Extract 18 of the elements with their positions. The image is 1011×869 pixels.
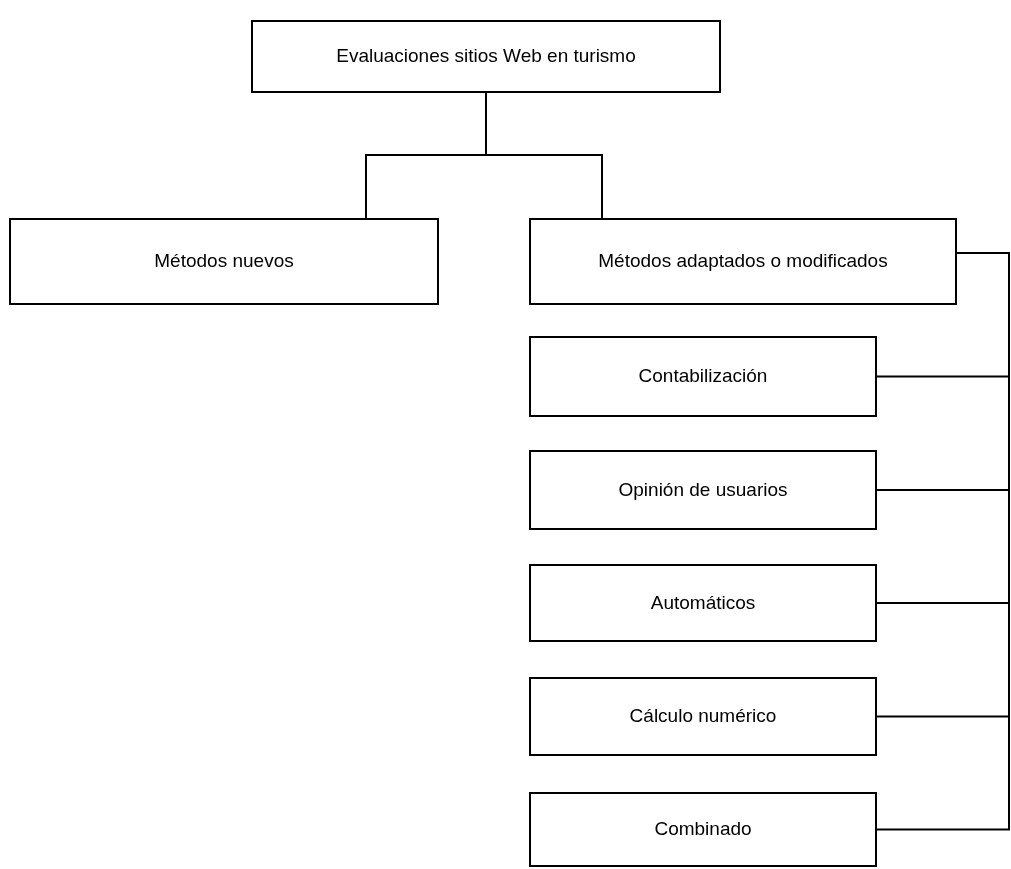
process-box xyxy=(529,218,957,305)
box-label: Evaluaciones sitios Web en turismo xyxy=(336,44,636,69)
box-label: Métodos nuevos xyxy=(154,249,294,274)
box-label: Contabilización xyxy=(638,364,768,389)
process-box xyxy=(251,20,721,93)
box-label: Combinado xyxy=(654,817,752,842)
process-box xyxy=(529,336,877,417)
connector-line xyxy=(876,252,1010,831)
box-label: Métodos adaptados o modificados xyxy=(598,249,888,274)
process-box xyxy=(9,218,439,305)
process-box xyxy=(529,564,877,642)
process-box xyxy=(529,677,877,756)
process-box xyxy=(529,450,877,530)
box-label: Cálculo numérico xyxy=(629,704,777,729)
connector-line xyxy=(485,92,603,219)
process-box xyxy=(529,792,877,867)
box-label: Automáticos xyxy=(650,590,756,615)
box-label: Opinión de usuarios xyxy=(618,477,788,502)
